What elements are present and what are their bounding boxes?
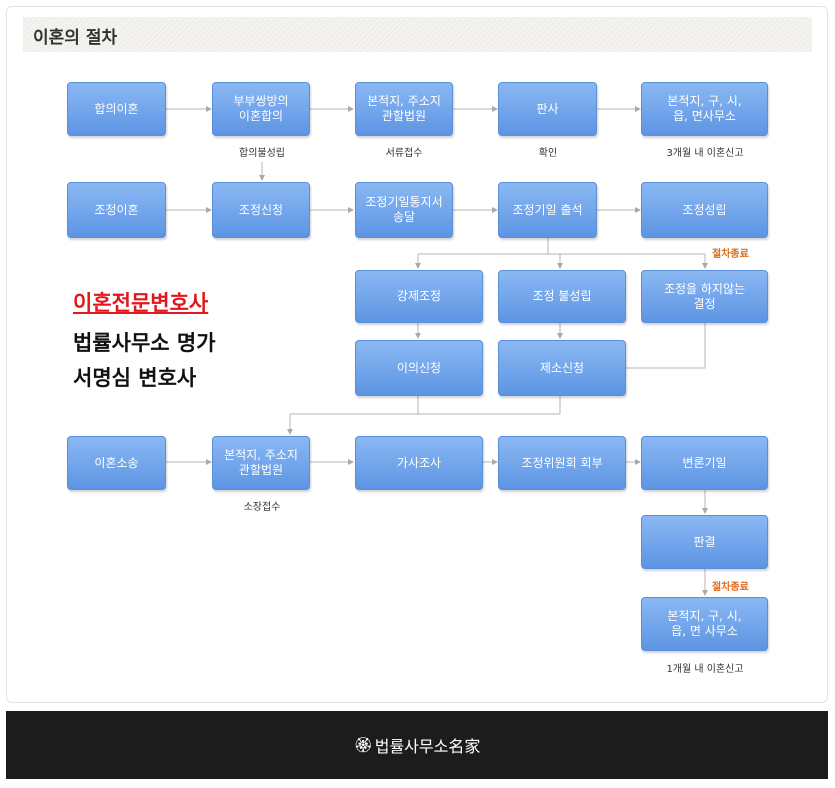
node-district-office-2: 본적지, 구, 시, 읍, 면 사무소 [641, 597, 768, 651]
node-hearing-date: 변론기일 [641, 436, 768, 490]
note-report-3months: 3개월 내 이혼신고 [666, 148, 744, 159]
node-mediation-success: 조정성립 [641, 182, 768, 238]
status-process-end-1: 절차종료 [712, 249, 749, 260]
node-district-office-1: 본적지, 구, 시, 읍, 면사무소 [641, 82, 768, 136]
node-mediation-attendance: 조정기일 출석 [498, 182, 597, 238]
note-complaint-filing: 소장접수 [243, 502, 281, 513]
status-process-end-2: 절차종료 [712, 582, 749, 593]
node-judgment: 판결 [641, 515, 768, 569]
node-mediation-committee: 조정위원회 회부 [498, 436, 626, 490]
seal-icon: 🏵 [353, 736, 373, 754]
note-document-filing: 서류접수 [385, 148, 423, 159]
note-agreement-failed: 합의불성립 [239, 148, 285, 159]
node-family-investigation: 가사조사 [355, 436, 483, 490]
node-mediation-application: 조정신청 [212, 182, 310, 238]
node-mutual-agreement: 부부쌍방의 이혼합의 [212, 82, 310, 136]
node-no-mediation-decision: 조정을 하지않는 결정 [641, 270, 768, 323]
node-objection: 이의신청 [355, 340, 483, 396]
note-confirm: 확인 [538, 148, 558, 159]
promo-lawyer-name: 서명심 변호사 [73, 366, 197, 390]
node-lawsuit-filing: 제소신청 [498, 340, 626, 396]
heading-bar [23, 17, 812, 52]
node-agreement-divorce: 합의이혼 [67, 82, 166, 136]
note-report-1month: 1개월 내 이혼신고 [666, 664, 744, 675]
node-jurisdiction-court-1: 본적지, 주소지 관할법원 [355, 82, 453, 136]
footer-bar: 🏵 법률사무소名家 [6, 711, 828, 779]
node-mediation-divorce: 조정이혼 [67, 182, 166, 238]
node-mediation-failed: 조정 불성립 [498, 270, 626, 323]
arrow-d3-e2 [612, 323, 706, 371]
node-judge: 판사 [498, 82, 597, 136]
node-forced-mediation: 강제조정 [355, 270, 483, 323]
promo-law-firm: 법률사무소 명가 [73, 331, 216, 355]
section-heading: 이혼의 절차 [33, 28, 118, 48]
node-divorce-lawsuit: 이혼소송 [67, 436, 166, 490]
node-mediation-notice: 조정기일통지서 송달 [355, 182, 453, 238]
footer-firm-name: 법률사무소名家 [374, 737, 481, 756]
promo-specialist-lawyer: 이혼전문변호사 [73, 291, 209, 315]
node-jurisdiction-court-2: 본적지, 주소지 관할법원 [212, 436, 310, 490]
